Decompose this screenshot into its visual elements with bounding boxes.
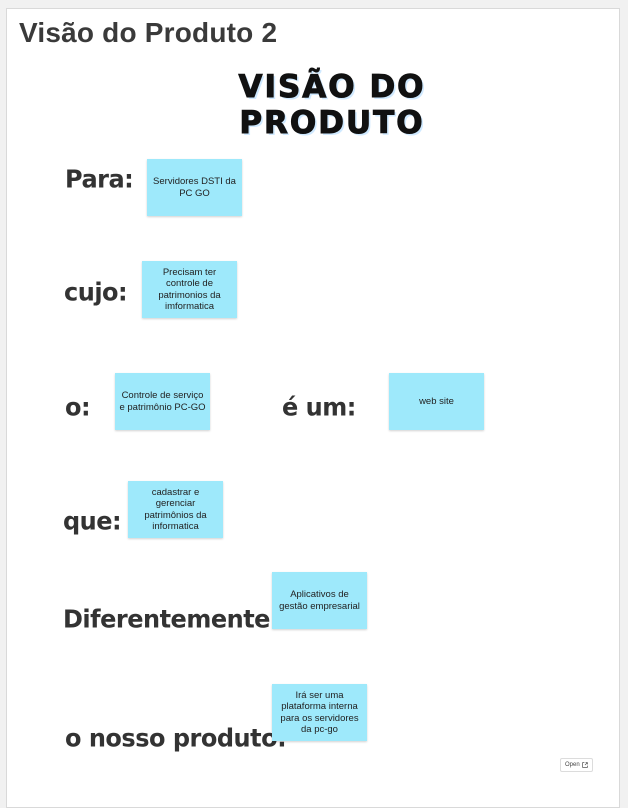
- page-card: Visão do Produto 2 VISÃO DO PRODUTO Para…: [6, 8, 620, 808]
- label-para: Para:: [65, 164, 134, 194]
- label-e-um: é um:: [282, 392, 356, 422]
- label-que: que:: [63, 506, 122, 536]
- label-nosso-produto: o nosso produto:: [65, 723, 287, 753]
- open-label: Open: [565, 762, 580, 768]
- label-cujo: cujo:: [64, 277, 128, 307]
- sticky-note-para[interactable]: Servidores DSTI da PC GO: [147, 159, 242, 216]
- external-link-icon: [581, 762, 588, 768]
- sticky-note-nosso-produto[interactable]: Irá ser uma plataforma interna para os s…: [272, 684, 367, 741]
- sticky-note-e-um[interactable]: web site: [389, 373, 484, 430]
- page-title: Visão do Produto 2: [19, 17, 278, 48]
- board-title: VISÃO DO PRODUTO: [238, 69, 426, 142]
- sticky-note-que[interactable]: cadastrar e gerenciar patrimônios da inf…: [128, 481, 223, 538]
- open-button[interactable]: Open: [560, 758, 593, 772]
- sticky-note-o[interactable]: Controle de serviço e patrimônio PC-GO: [115, 373, 210, 430]
- sticky-note-cujo[interactable]: Precisam ter controle de patrimonios da …: [142, 261, 237, 318]
- label-o: o:: [65, 392, 91, 422]
- sticky-note-diferentemente[interactable]: Aplicativos de gestão empresarial: [272, 572, 367, 629]
